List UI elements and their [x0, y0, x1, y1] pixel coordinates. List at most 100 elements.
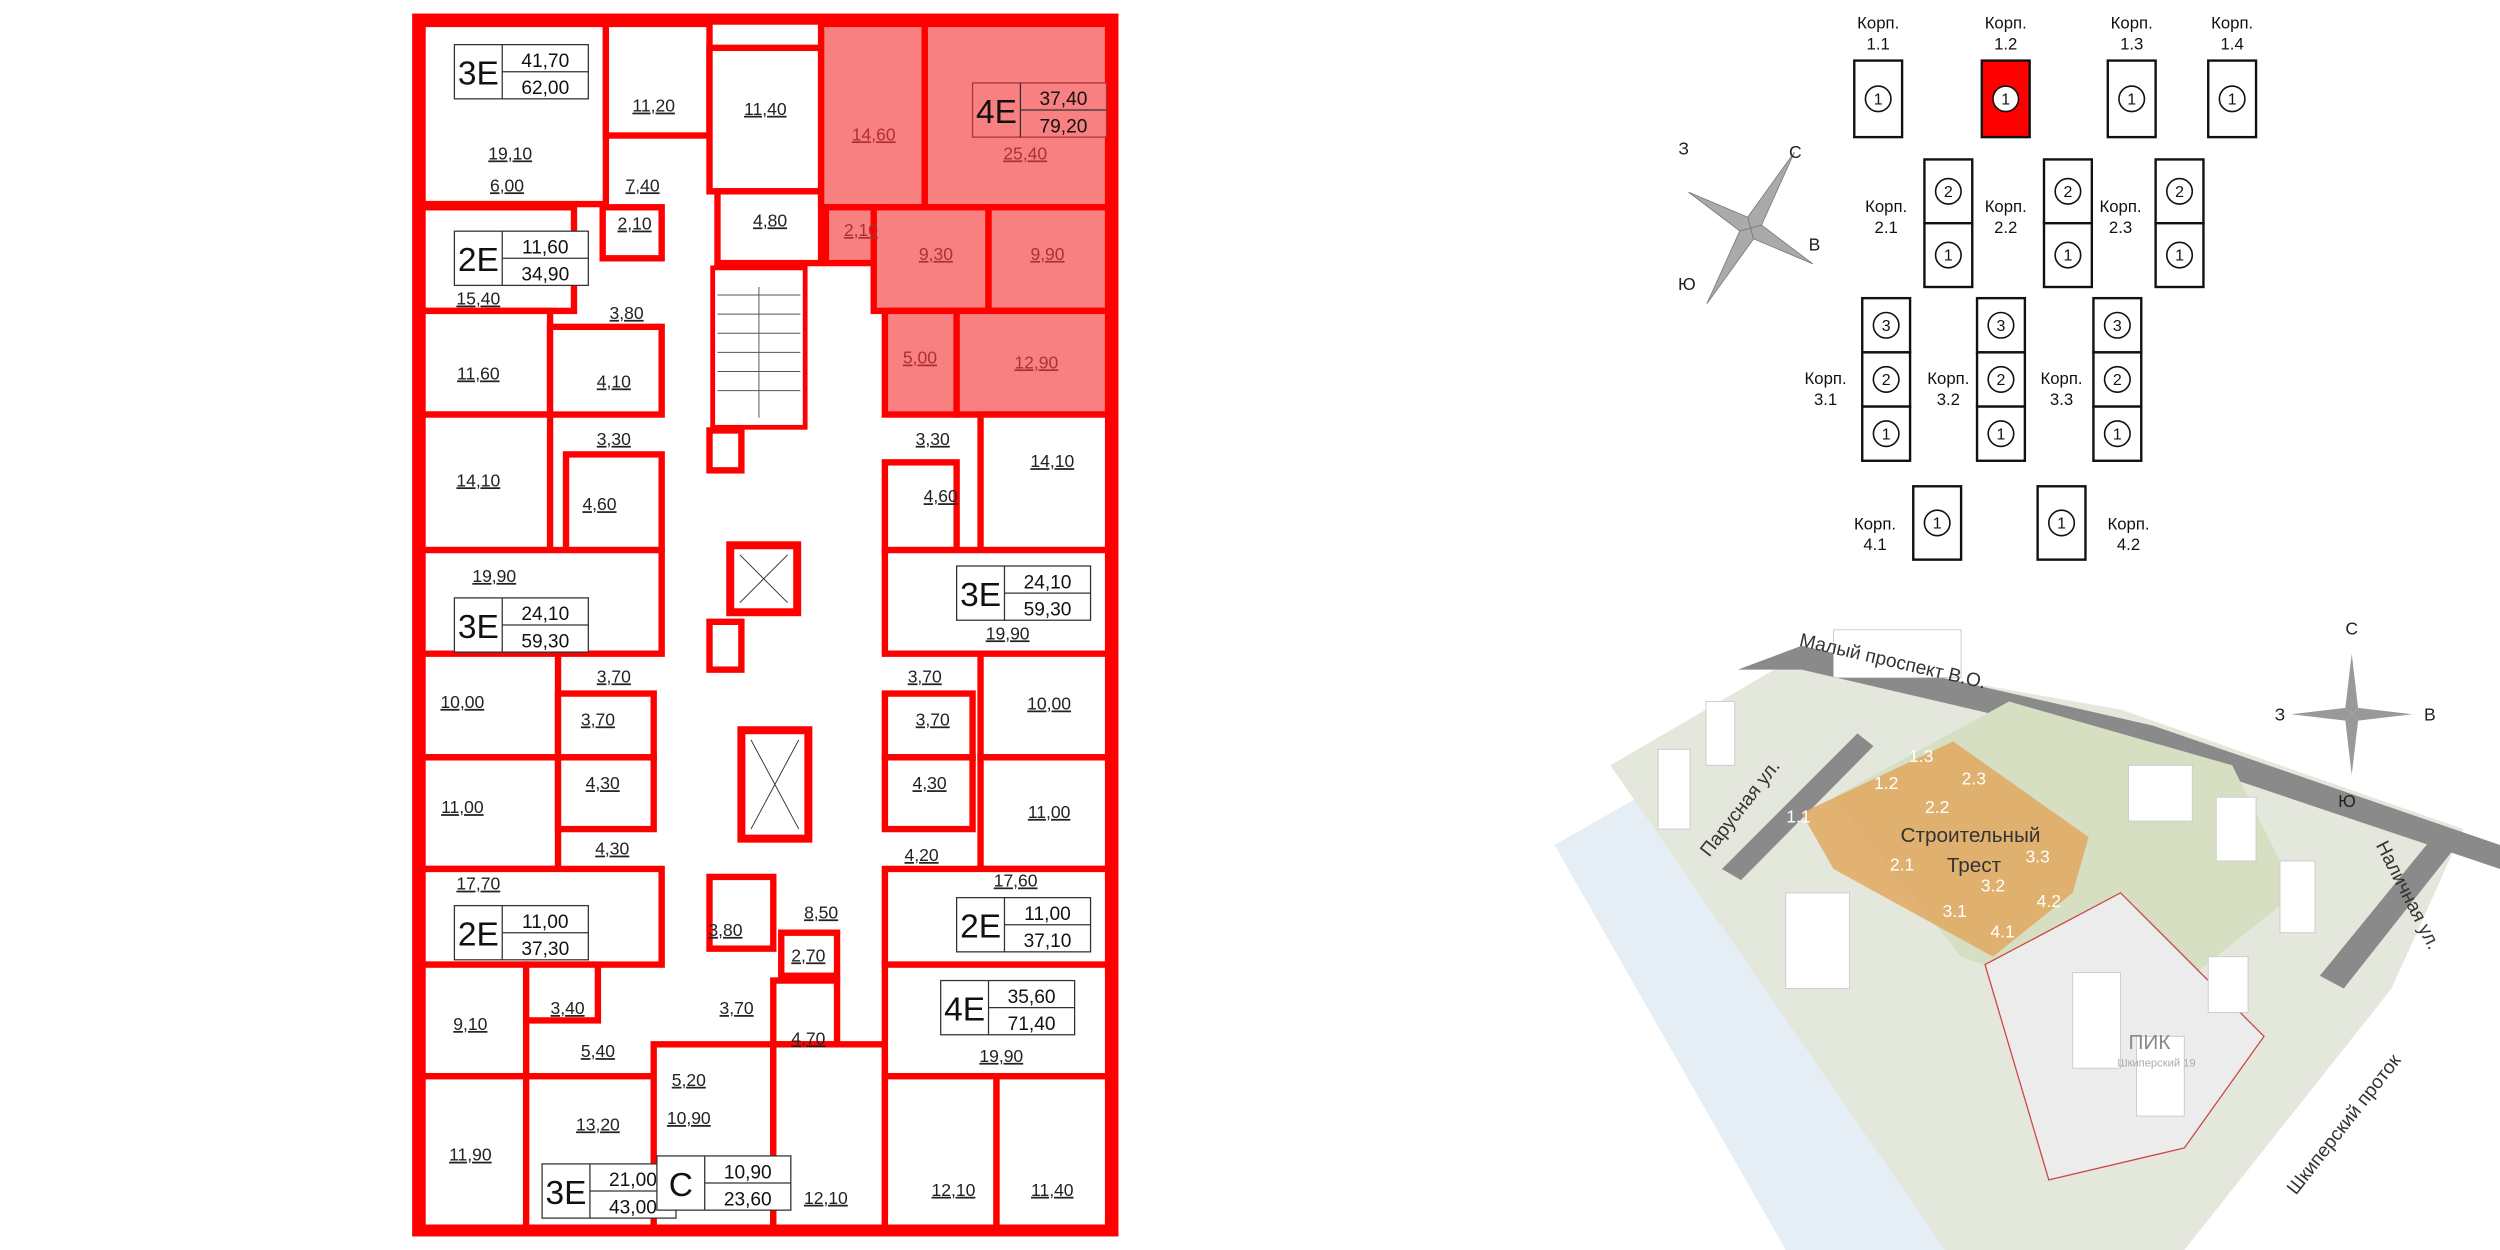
- room[interactable]: [881, 690, 976, 761]
- section-circle: [1872, 311, 1900, 339]
- section-circle: [2054, 241, 2082, 269]
- section-cell[interactable]: [1975, 405, 2027, 462]
- building-prefix: Корп.: [1854, 514, 1896, 533]
- section-number: 1: [1997, 426, 2006, 443]
- room[interactable]: [993, 1073, 1112, 1231]
- room-area-label: 10,00: [1027, 694, 1071, 714]
- building-1.1[interactable]: Корп.1.11: [1853, 14, 1904, 139]
- section-number: 2: [2063, 184, 2072, 201]
- map-buildings: [1657, 629, 2316, 1117]
- apartment-living-area: 21,00: [609, 1170, 657, 1191]
- section-cell[interactable]: [2154, 158, 2205, 225]
- map-building-number: 2.2: [1925, 797, 1949, 817]
- room-selected-apartment[interactable]: [817, 20, 928, 211]
- site-map: Малый проспект В.О. Парусная ул. Налична…: [1554, 619, 2500, 1250]
- building-1.4[interactable]: Корп.1.41: [2207, 14, 2258, 139]
- section-circle: [1987, 420, 2015, 448]
- section-number: 1: [2175, 248, 2184, 265]
- room[interactable]: [546, 323, 665, 418]
- compass-rose: [1688, 151, 1814, 305]
- room-area-label: 4,70: [791, 1028, 825, 1048]
- building-prefix: Корп.: [2111, 14, 2153, 33]
- room-area-label: 3,70: [581, 709, 615, 729]
- room-area-label: 4,60: [924, 486, 958, 506]
- room-area-label: 11,40: [1031, 1180, 1074, 1200]
- apartment-living-area: 41,70: [521, 51, 569, 72]
- room-area-label: 13,20: [576, 1114, 620, 1134]
- building-2.1[interactable]: Корп.2.121: [1865, 158, 1974, 289]
- room-selected-apartment[interactable]: [985, 204, 1112, 315]
- map-building-number: 2.3: [1962, 768, 1986, 788]
- road-top: [1737, 645, 2500, 869]
- room[interactable]: [599, 204, 665, 262]
- room-area-label: 3,70: [720, 998, 754, 1018]
- apartment-living-area: 11,00: [1024, 904, 1070, 925]
- map-compass-south: Ю: [2338, 791, 2356, 811]
- apartment-total-area: 23,60: [724, 1189, 772, 1210]
- room-area-label: 25,40: [1003, 143, 1047, 163]
- map-building-number: 1.3: [1909, 746, 1933, 766]
- room-area-label: 4,80: [753, 210, 787, 230]
- room[interactable]: [881, 1073, 1000, 1231]
- section-number: 1: [2127, 91, 2136, 108]
- map-building-number: 3.1: [1943, 901, 1967, 921]
- section-circle: [1923, 509, 1951, 537]
- room-area-label: 4,30: [912, 773, 946, 793]
- room[interactable]: [778, 929, 841, 979]
- building-2.2[interactable]: Корп.2.221: [1985, 158, 2094, 289]
- section-circle: [1934, 177, 1962, 205]
- building-1.3[interactable]: Корп.1.31: [2106, 14, 2157, 139]
- room[interactable]: [554, 754, 657, 833]
- room[interactable]: [881, 754, 976, 833]
- building-4.2[interactable]: Корп.4.21: [2036, 485, 2150, 561]
- room-area-label: 5,40: [581, 1041, 615, 1061]
- room-area-label: 3,70: [916, 709, 950, 729]
- section-cell[interactable]: [2042, 158, 2094, 225]
- room[interactable]: [706, 44, 825, 195]
- apartment-living-area: 24,10: [1024, 572, 1072, 593]
- apartment-total-area: 37,10: [1024, 931, 1072, 952]
- room-area-label: 5,20: [672, 1070, 706, 1090]
- section-cell[interactable]: [2092, 405, 2143, 462]
- building-2.3[interactable]: Корп.2.321: [2099, 158, 2205, 289]
- section-number: 2: [1997, 372, 2006, 389]
- apartment-type: 3E: [546, 1175, 587, 1212]
- map-building-number: 3.3: [2025, 847, 2049, 867]
- building-name: 1.1: [1867, 34, 1890, 53]
- section-circle: [1872, 365, 1900, 394]
- building-4.1[interactable]: Корп.4.11: [1854, 485, 1963, 561]
- building-prefix: Корп.: [1927, 369, 1969, 388]
- room-area-label: 12,90: [1014, 352, 1058, 372]
- apartment-living-area: 35,60: [1008, 987, 1056, 1008]
- room-selected-apartment[interactable]: [953, 307, 1112, 418]
- section-number: 3: [1882, 318, 1891, 335]
- map-building-number: 1.1: [1786, 807, 1810, 827]
- section-cell[interactable]: [1923, 222, 1974, 289]
- room[interactable]: [770, 1041, 889, 1231]
- room[interactable]: [522, 961, 602, 1024]
- room[interactable]: [562, 451, 665, 554]
- room[interactable]: [602, 20, 713, 139]
- building-1.2[interactable]: Корп.1.21: [1980, 14, 2031, 139]
- room-area-label: 19,90: [979, 1046, 1023, 1066]
- section-number: 1: [2228, 91, 2237, 108]
- room[interactable]: [977, 411, 1112, 554]
- room[interactable]: [706, 873, 777, 952]
- room[interactable]: [714, 188, 825, 267]
- map-compass-east: В: [2424, 705, 2436, 725]
- room-selected-apartment[interactable]: [881, 307, 960, 418]
